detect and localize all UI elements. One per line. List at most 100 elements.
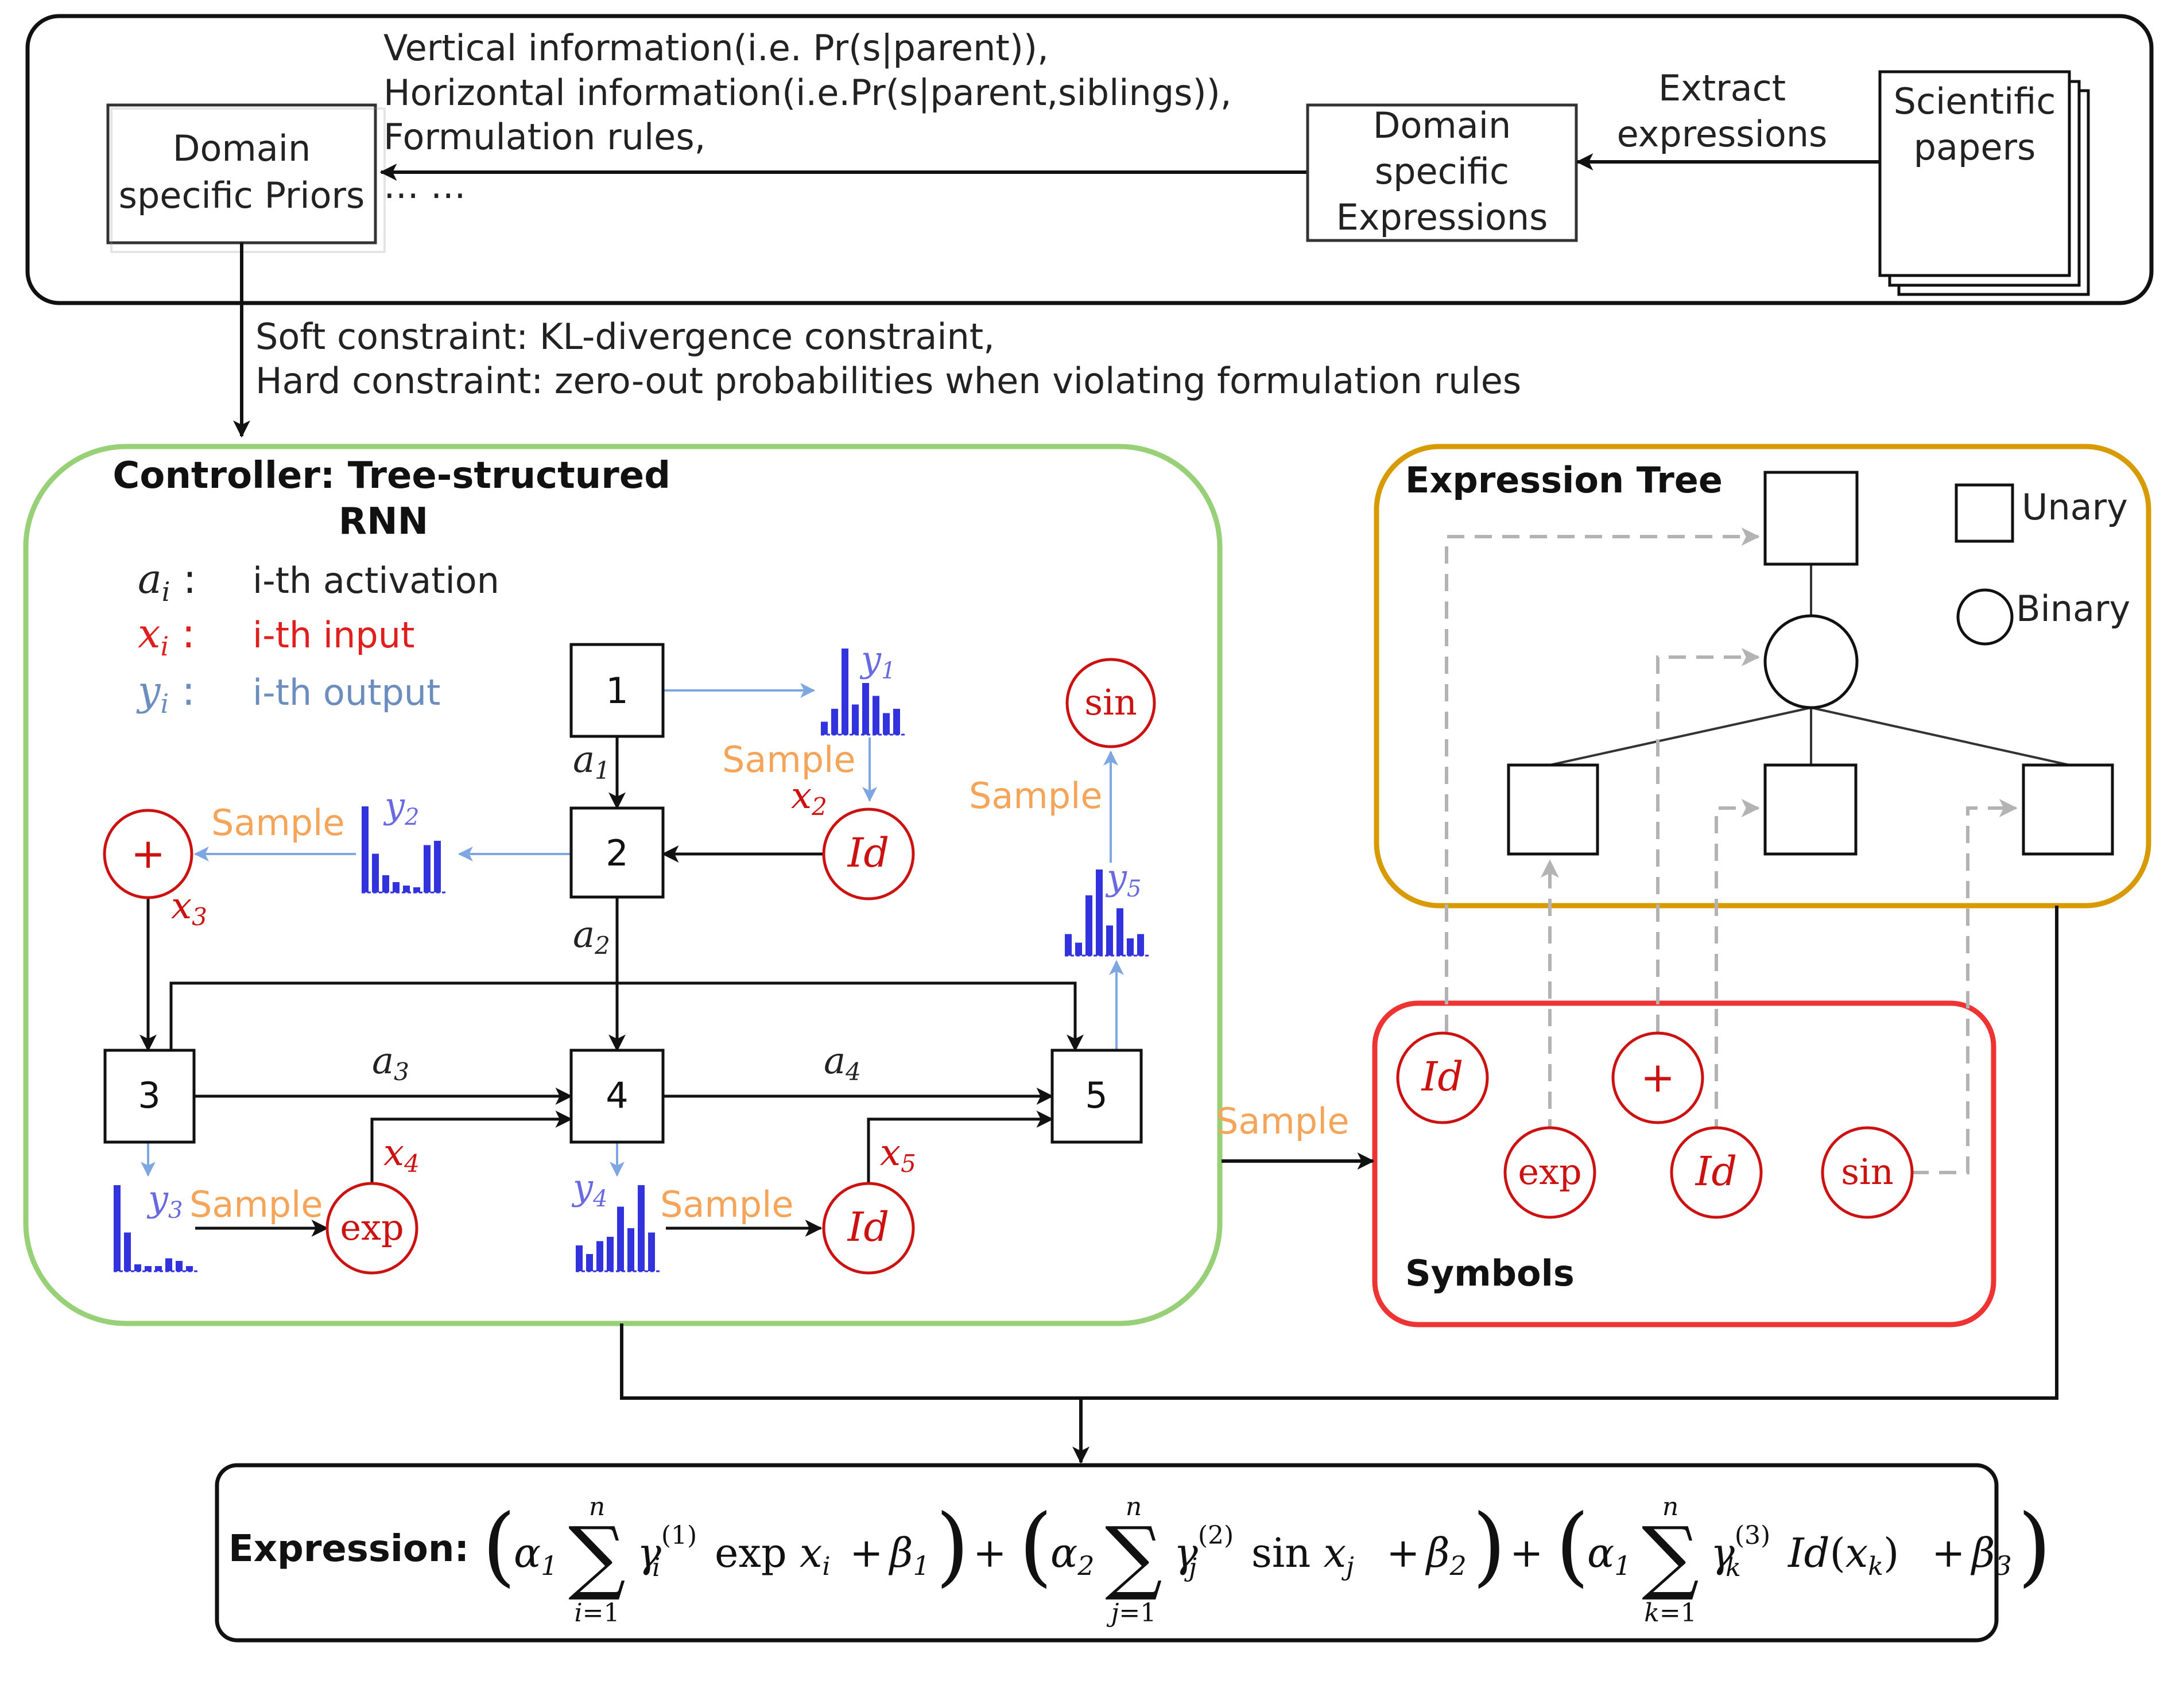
formula-sum-sign: ∑ xyxy=(568,1510,626,1604)
output-label-y3: y3 xyxy=(146,1178,183,1224)
svg-text:exp: exp xyxy=(340,1206,404,1248)
info-line-rules: Formulation rules, xyxy=(383,116,705,158)
top-panel xyxy=(25,14,2154,305)
formula-sum-sign: ∑ xyxy=(1642,1510,1699,1604)
legend-binary-label: Binary xyxy=(2016,588,2130,630)
formula-sum-upper: n xyxy=(1126,1492,1142,1521)
svg-text:Id: Id xyxy=(1421,1053,1463,1100)
rnn-node-1: 1 xyxy=(569,643,665,738)
expression-tree-title: Expression Tree xyxy=(1405,459,1723,501)
histogram-bar xyxy=(576,1245,583,1271)
svg-text:sin: sin xyxy=(1841,1151,1894,1193)
expression-panel xyxy=(215,1463,1999,1643)
formula-sum-sign: ∑ xyxy=(1105,1510,1162,1604)
output-label-y5: y5 xyxy=(1105,856,1141,902)
connector-sin-to-right xyxy=(1912,799,2018,1174)
rnn-node-2: 2 xyxy=(569,806,665,899)
controller-symbol-id-1: Id xyxy=(822,808,915,900)
sample-label-y5: Sample xyxy=(969,775,1102,817)
histogram-bar xyxy=(372,853,379,892)
activation-label-a3: a3 xyxy=(372,1040,409,1086)
svg-text:5: 5 xyxy=(1085,1074,1107,1116)
svg-text:+: + xyxy=(1641,1053,1675,1101)
connector-plus-to-binary xyxy=(1656,648,1760,1032)
expressions-label-line3: Expressions xyxy=(1336,196,1548,238)
input-label-x3: x3 xyxy=(171,885,207,931)
controller-symbol-plus: + xyxy=(103,809,193,899)
formula-function: sin xj xyxy=(1251,1530,1354,1581)
legend-input-symbol: xi : xyxy=(138,610,195,662)
controller-title-line1: Controller: Tree-structured xyxy=(113,455,670,497)
tree-edge-binary-left xyxy=(1549,707,1812,766)
priors-label-line2: specific Priors xyxy=(119,174,365,216)
papers-label-line2: papers xyxy=(1914,126,2036,168)
input-label-x5: x5 xyxy=(880,1132,916,1178)
svg-text:exp: exp xyxy=(1518,1151,1581,1193)
symbols-sin: sin xyxy=(1821,1126,1914,1219)
svg-text:4: 4 xyxy=(606,1074,628,1116)
legend-activation-text: i-th activation xyxy=(253,560,499,601)
formula-paren-close: ) xyxy=(2018,1496,2052,1596)
hard-constraint-text: Hard constraint: zero-out probabilities … xyxy=(255,360,1521,402)
rnn-node-3: 3 xyxy=(103,1049,196,1144)
formula-plus-inner: + xyxy=(1932,1530,1965,1577)
legend-activation-symbol: ai : xyxy=(138,556,196,607)
histogram-bar xyxy=(1075,942,1082,956)
papers-label-line1: Scientific xyxy=(1894,80,2056,122)
controller-symbol-id-2: Id xyxy=(822,1182,915,1275)
histogram-bar xyxy=(617,1206,624,1271)
connector-controller-to-expression xyxy=(620,906,2058,1400)
formula-plus: + xyxy=(973,1530,1007,1577)
svg-text:3: 3 xyxy=(138,1074,160,1116)
histogram-bar xyxy=(893,709,900,735)
formula-sum-lower: i=1 xyxy=(575,1598,620,1628)
info-line-vertical: Vertical information(i.e. Pr(s|parent)), xyxy=(383,27,1049,69)
output-label-y4: y4 xyxy=(571,1166,607,1212)
edge-id-to-5 xyxy=(867,1111,1054,1187)
histogram-bar xyxy=(1106,925,1113,956)
tree-node-left-unary xyxy=(1507,763,1599,856)
histogram-bar xyxy=(124,1232,131,1271)
histogram-bar xyxy=(145,1266,152,1271)
controller-symbol-sin: sin xyxy=(1065,658,1156,748)
formula-beta: β1 xyxy=(888,1530,930,1581)
legend-unary-square xyxy=(1955,483,2014,543)
histogram-bar xyxy=(186,1266,193,1271)
tree-node-middle-unary xyxy=(1763,763,1858,856)
rnn-node-5: 5 xyxy=(1050,1049,1143,1144)
legend-output-symbol: yi : xyxy=(136,667,195,719)
controller-symbol-exp: exp xyxy=(325,1182,418,1275)
expressions-label-line2: specific xyxy=(1375,150,1509,192)
svg-text:Id: Id xyxy=(847,1204,889,1251)
formula-plus-inner: + xyxy=(850,1530,883,1577)
histogram-bar xyxy=(424,845,431,892)
histogram-bar xyxy=(648,1232,655,1271)
expressions-label-line1: Domain xyxy=(1373,104,1511,146)
histogram-bar xyxy=(362,806,369,892)
information-text: Vertical information(i.e. Pr(s|parent)),… xyxy=(383,27,1232,207)
symbols-id-1: Id xyxy=(1396,1031,1489,1124)
sample-label-y3: Sample xyxy=(189,1183,323,1225)
rnn-node-4: 4 xyxy=(569,1049,665,1144)
histogram-bar xyxy=(883,713,890,735)
symbols-exp: exp xyxy=(1503,1126,1596,1219)
controller-legend: ai : i-th activation xi : i-th input yi … xyxy=(136,556,499,719)
histogram-bar xyxy=(873,696,879,735)
histogram-bar xyxy=(165,1258,172,1271)
formula-paren-open: ( xyxy=(482,1496,516,1596)
formula-sum-lower: j=1 xyxy=(1106,1598,1157,1628)
symbols-title: Symbols xyxy=(1405,1252,1575,1294)
tree-legend: Unary Binary xyxy=(1955,483,2130,646)
histogram-bar xyxy=(638,1185,645,1271)
sample-label-y2: Sample xyxy=(211,802,344,844)
tree-node-binary xyxy=(1763,614,1859,709)
formula-sum-lower: k=1 xyxy=(1644,1598,1697,1628)
formula-paren-open: ( xyxy=(1556,1496,1589,1596)
formula-paren-close: ) xyxy=(1472,1496,1506,1596)
histogram-bar xyxy=(821,721,828,735)
priors-box: Domain specific Priors xyxy=(106,103,386,253)
histogram-bar xyxy=(862,683,869,735)
histogram-bar xyxy=(413,887,420,892)
